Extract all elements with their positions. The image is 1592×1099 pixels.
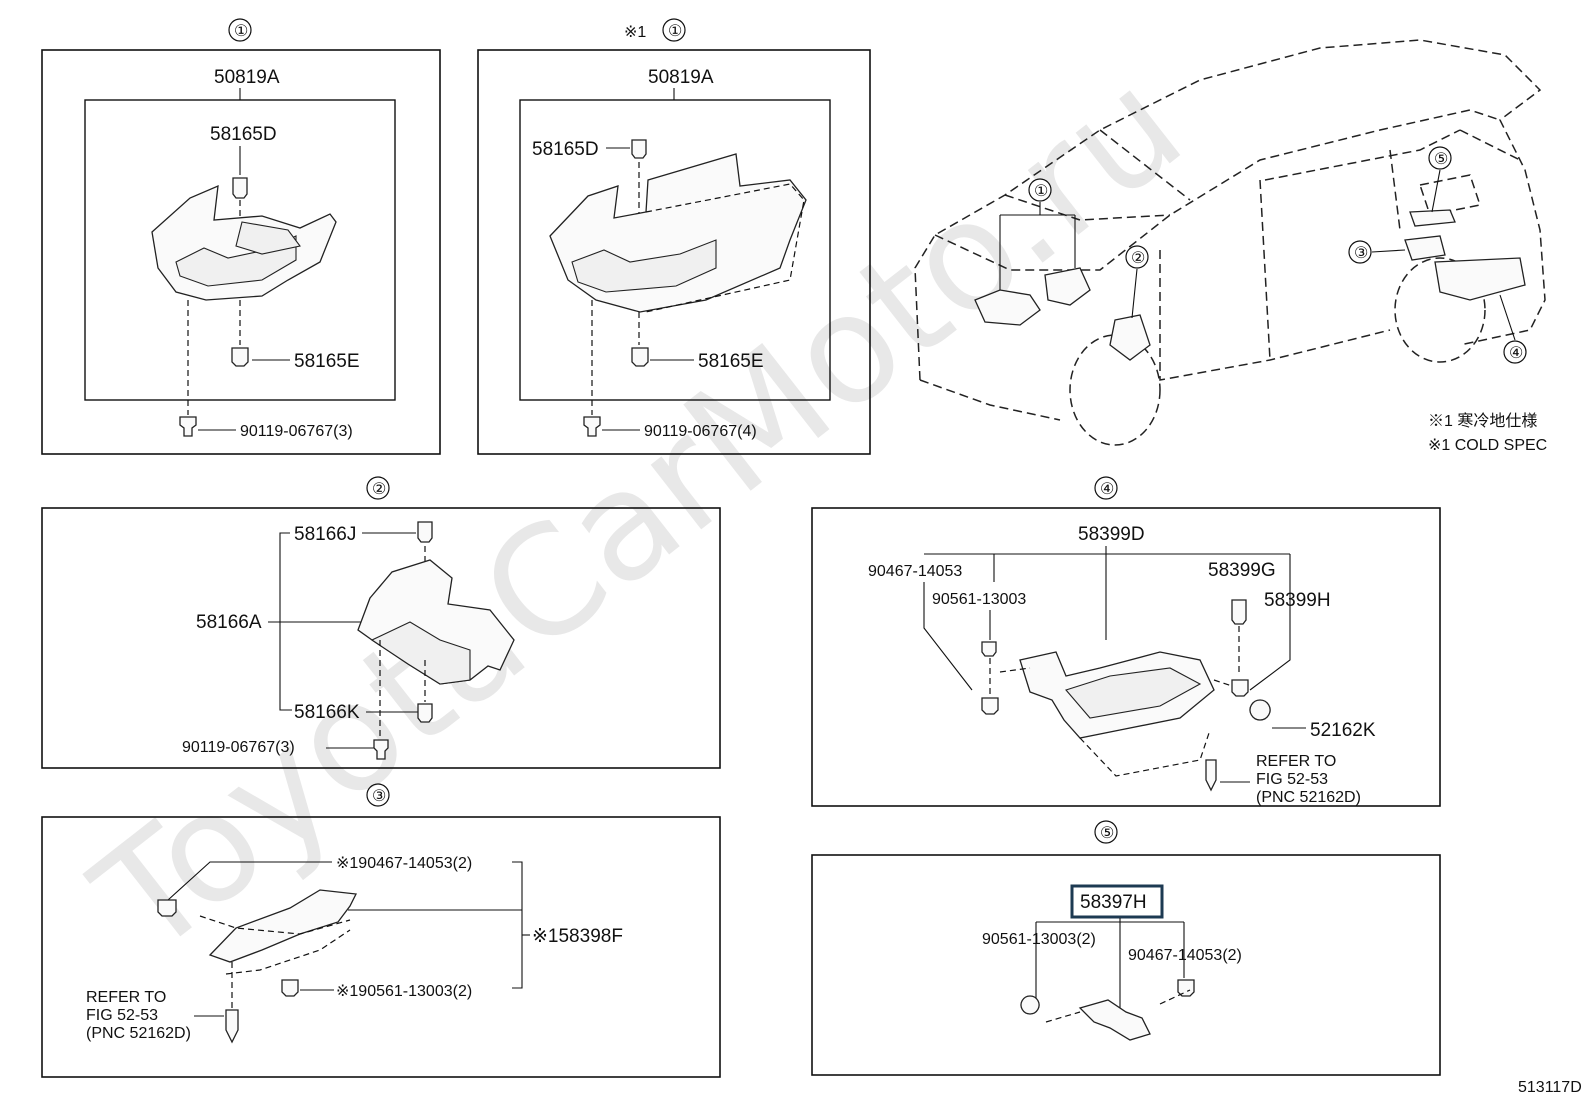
car-part-4 xyxy=(1434,257,1526,301)
nut-icon-p4c xyxy=(981,697,999,715)
car-callout-2: ② xyxy=(1131,250,1145,267)
panel-2-frame xyxy=(41,507,721,769)
note-line-2: ※1 COLD SPEC xyxy=(1428,437,1547,454)
part-58166K[interactable]: 58166K xyxy=(294,702,360,723)
nut-icon-p5 xyxy=(1177,979,1195,997)
refer-line-2-p4: FIG 52-53 xyxy=(1256,771,1328,788)
part-90119-06767-3-p2[interactable]: 90119-06767(3) xyxy=(182,739,295,756)
panel-5: 58397H 90561-13003(2) 90467-14053(2) xyxy=(811,820,1441,1076)
panel-1-cold-prefix: ※1 xyxy=(624,24,646,41)
car-callout-3: ③ xyxy=(1354,245,1368,262)
car-callout-4: ④ xyxy=(1509,345,1523,362)
part-58399D[interactable]: 58399D xyxy=(1078,524,1145,545)
part-90561-13003-2-p5[interactable]: 90561-13003(2) xyxy=(982,931,1096,948)
part-58397H[interactable]: 58397H xyxy=(1080,892,1147,913)
part-58399H[interactable]: 58399H xyxy=(1264,590,1331,611)
part-90119-06767-4[interactable]: 90119-06767(4) xyxy=(644,423,757,440)
clip-icon-p2 xyxy=(417,521,433,543)
bolt-icon-p2 xyxy=(373,739,389,760)
car-part-1b xyxy=(1044,267,1091,306)
part-90119-06767-3[interactable]: 90119-06767(3) xyxy=(240,423,353,440)
nut-icon-p4 xyxy=(1231,679,1249,697)
bolt-icon-cold xyxy=(583,416,601,437)
refer-line-2-p3: FIG 52-53 xyxy=(86,1007,158,1024)
part-58166J[interactable]: 58166J xyxy=(294,524,356,545)
panel-4-number xyxy=(1094,476,1118,500)
bolt-icon xyxy=(179,416,197,437)
part-50819A[interactable]: 50819A xyxy=(214,67,280,88)
clip-icon-p3 xyxy=(225,1009,239,1044)
panel-1: ① 50819A 58165D 58165E 90119-06767(3) xyxy=(41,18,441,455)
part-52162K[interactable]: 52162K xyxy=(1310,720,1376,741)
part-58165D-cold[interactable]: 58165D xyxy=(532,139,599,160)
nut-icon-p3b xyxy=(281,979,299,997)
highlight-box xyxy=(1070,884,1164,919)
panel-4-number-text: ④ xyxy=(1100,481,1114,498)
note-line-1: ※1 寒冷地仕様 xyxy=(1428,411,1537,430)
washer-icon-p5 xyxy=(1020,995,1040,1015)
panel-1-number-text: ① xyxy=(234,23,248,40)
part-50819A-cold[interactable]: 50819A xyxy=(648,67,714,88)
part-58165D[interactable]: 58165D xyxy=(210,124,277,145)
car-part-2 xyxy=(1109,314,1151,361)
panel-1-cold-inner-frame xyxy=(519,99,831,401)
part-58399G[interactable]: 58399G xyxy=(1208,560,1276,581)
car-callout-1: ① xyxy=(1034,183,1048,200)
part-90561-13003-p4[interactable]: 90561-13003 xyxy=(932,591,1026,608)
panel-5-number xyxy=(1094,820,1118,844)
bracket-shape-p5 xyxy=(1078,999,1151,1041)
car-callout-5: ⑤ xyxy=(1434,151,1448,168)
part-58165E[interactable]: 58165E xyxy=(294,351,360,372)
panel-1-number xyxy=(228,18,252,42)
panel-1-frame xyxy=(41,49,441,455)
panel-2: 58166J 58166A 58166K 90119-06767(3) xyxy=(41,476,721,769)
car-part-3 xyxy=(1404,235,1446,261)
panel-3-number-text: ③ xyxy=(372,788,386,805)
panel-1-cold: ※1 50819A 58165D 58165E 90119-06767(4) xyxy=(477,18,871,455)
nut-icon-p3 xyxy=(157,899,177,917)
cover-shape-p3 xyxy=(208,889,357,963)
panel-3-number xyxy=(366,783,390,807)
panel-5-number-text: ⑤ xyxy=(1100,825,1114,842)
clip-icon-p4b xyxy=(1249,699,1271,721)
part-58398F[interactable]: ※158398F xyxy=(532,926,623,947)
panel-3-frame xyxy=(41,816,721,1078)
clip-icon-2 xyxy=(231,347,249,367)
panel-1-cold-frame xyxy=(477,49,871,455)
part-90561-13003-2-p3[interactable]: ※190561-13003(2) xyxy=(336,983,472,1000)
car-part-5 xyxy=(1409,209,1456,227)
panel-5-frame xyxy=(811,854,1441,1076)
part-58166A[interactable]: 58166A xyxy=(196,612,262,633)
clip-icon-p4c xyxy=(1205,759,1217,792)
panel-2-number xyxy=(366,476,390,500)
part-58165E-cold[interactable]: 58165E xyxy=(698,351,764,372)
panel-1-cold-number-text: ① xyxy=(668,23,682,40)
figure-id: 513117D xyxy=(1518,1079,1582,1096)
clip-icon-cold-2 xyxy=(631,347,649,367)
part-90467-14053-p4[interactable]: 90467-14053 xyxy=(868,563,962,580)
panel-2-number-text: ② xyxy=(372,481,386,498)
refer-line-3-p4: (PNC 52162D) xyxy=(1256,789,1361,806)
clip-icon-p2b xyxy=(417,703,433,723)
part-90467-14053-2-p3[interactable]: ※190467-14053(2) xyxy=(336,855,472,872)
refer-line-1-p4: REFER TO xyxy=(1256,753,1336,770)
panel-3: ※190467-14053(2) ※158398F ※190561-13003(… xyxy=(41,783,721,1078)
panel-4-frame xyxy=(811,507,1441,807)
clip-icon-cold xyxy=(631,139,647,159)
engine-under-cover-cold-shape xyxy=(549,153,807,313)
part-90467-14053-2-p5[interactable]: 90467-14053(2) xyxy=(1128,947,1242,964)
clip-icon-p4 xyxy=(1231,599,1247,625)
panel-1-cold-number xyxy=(662,18,686,42)
panel-4: 58399D 90467-14053 90561-13003 58399G 58… xyxy=(811,476,1441,807)
nut-icon-p4b xyxy=(981,641,997,657)
vehicle-overview: ① ② ③ ④ ⑤ ※1 寒冷地仕様 ※1 COLD SPEC xyxy=(914,39,1547,454)
clip-icon xyxy=(232,177,248,199)
refer-line-1-p3: REFER TO xyxy=(86,989,166,1006)
refer-line-3-p3: (PNC 52162D) xyxy=(86,1025,191,1042)
